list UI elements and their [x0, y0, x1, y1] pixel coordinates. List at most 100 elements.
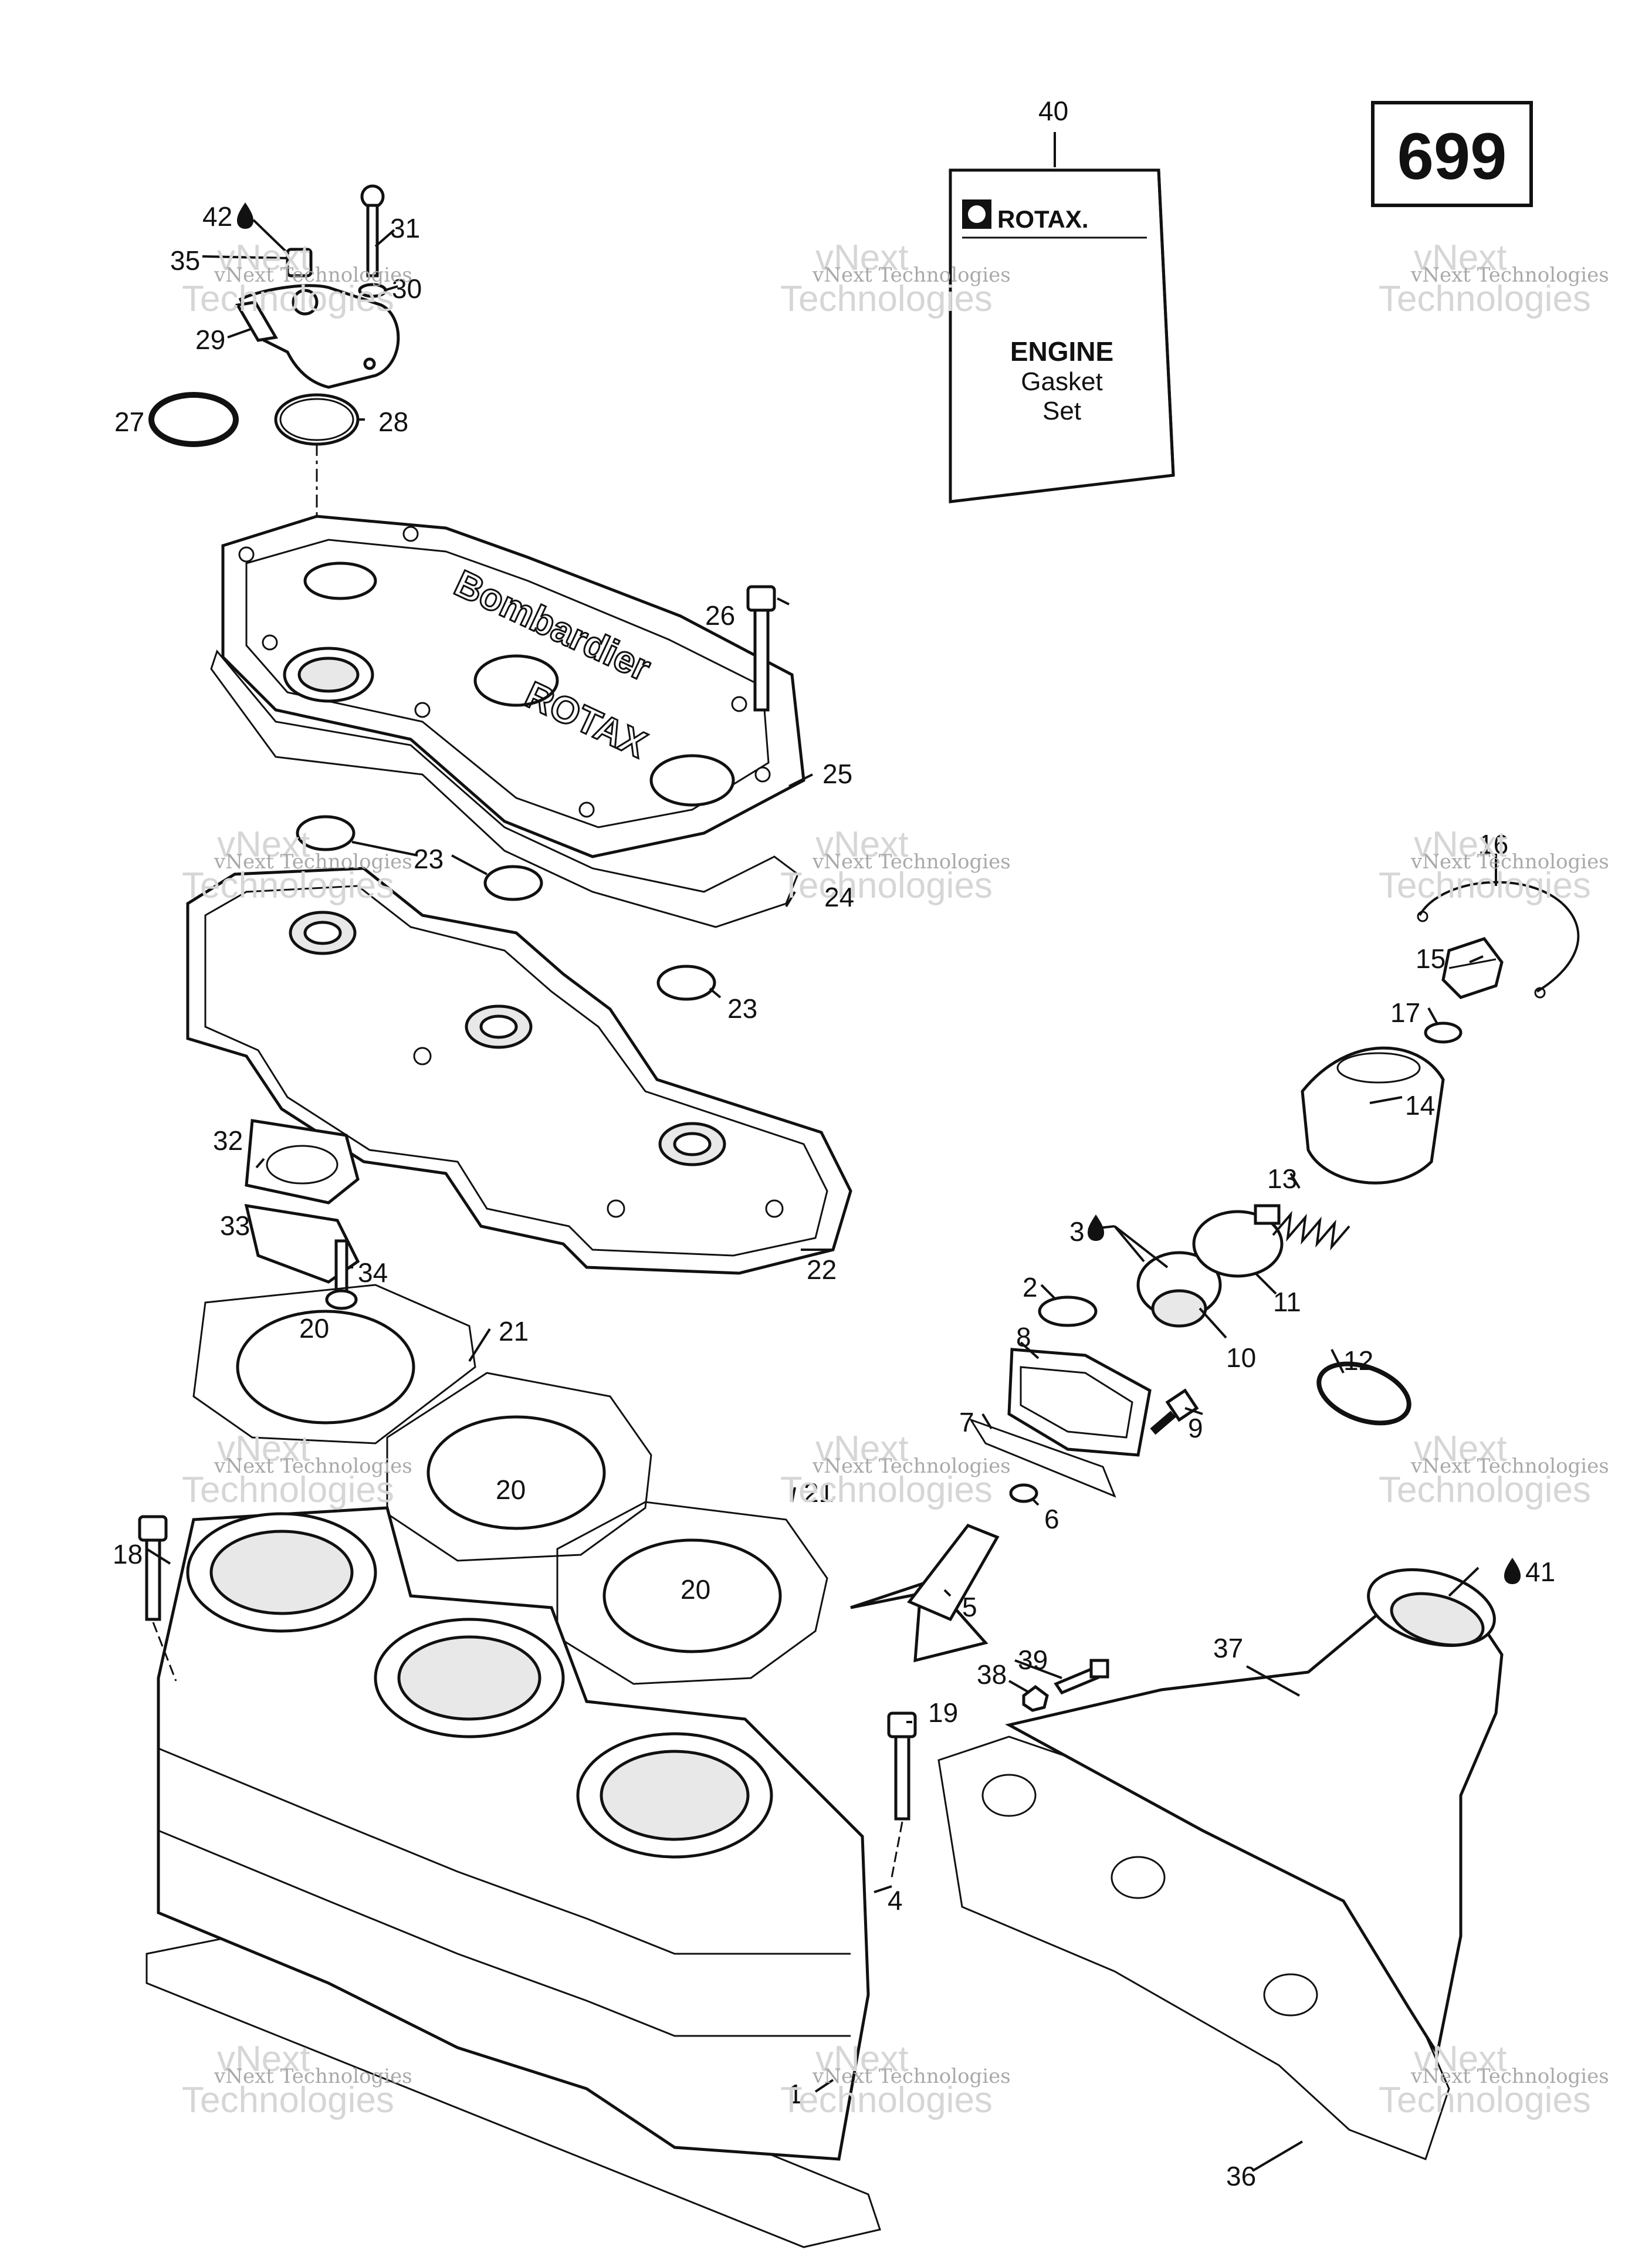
- svg-text:vNext: vNext: [1414, 824, 1507, 865]
- callouts: 1 2 3 4 5 6 7 8 9 10 11 12 13 14 15 16 1…: [113, 96, 1555, 2191]
- svg-text:vNext: vNext: [217, 1429, 310, 1469]
- callout-19: 19: [928, 1697, 958, 1728]
- drop-icon-3: [1088, 1215, 1104, 1241]
- o-ring-23b: [483, 865, 543, 901]
- svg-text:Technologies: Technologies: [182, 2080, 394, 2120]
- callout-22: 22: [807, 1254, 837, 1285]
- callout-42: 42: [202, 201, 232, 232]
- watermarks: vNext Technologies vNext Technologies vN…: [182, 238, 1609, 2120]
- callout-30: 30: [392, 273, 422, 304]
- page-number-box: 699: [1371, 101, 1533, 207]
- callout-39: 39: [1018, 1645, 1048, 1675]
- svg-text:Technologies: Technologies: [780, 279, 993, 319]
- cover-bolt: [746, 585, 776, 712]
- callout-8: 8: [1016, 1322, 1031, 1352]
- callout-41: 41: [1525, 1557, 1555, 1587]
- gasket-set-brand: ROTAX.: [997, 205, 1089, 233]
- watermark-8: vNext Technologies vNext Technologies: [780, 1429, 1011, 1510]
- svg-text:Technologies: Technologies: [1379, 865, 1591, 906]
- callout-20c: 20: [681, 1574, 710, 1605]
- callout-21b: 21: [804, 1477, 834, 1508]
- watermark-11: vNext Technologies vNext Technologies: [780, 2039, 1011, 2120]
- drop-icon-41: [1504, 1558, 1521, 1584]
- o-ring-23c: [656, 965, 716, 1001]
- svg-text:vNext Technologies: vNext Technologies: [1410, 850, 1609, 874]
- callout-28: 28: [378, 407, 408, 437]
- svg-text:vNext Technologies: vNext Technologies: [214, 1454, 412, 1478]
- callout-2: 2: [1023, 1272, 1038, 1303]
- callout-34: 34: [358, 1257, 388, 1288]
- callout-23b: 23: [727, 993, 757, 1024]
- watermark-6: vNext Technologies vNext Technologies: [1379, 824, 1609, 906]
- valve-group: [850, 881, 1580, 1663]
- callout-25: 25: [822, 759, 852, 789]
- svg-text:vNext Technologies: vNext Technologies: [1410, 263, 1609, 287]
- watermark-2: vNext Technologies vNext Technologies: [780, 238, 1011, 319]
- callout-12: 12: [1343, 1345, 1373, 1376]
- watermark-10: vNext Technologies vNext Technologies: [182, 2039, 412, 2120]
- callout-3: 3: [1069, 1216, 1085, 1247]
- callout-16: 16: [1478, 829, 1508, 860]
- svg-text:Technologies: Technologies: [1379, 1470, 1591, 1510]
- svg-text:vNext: vNext: [217, 824, 310, 865]
- callout-6: 6: [1044, 1504, 1059, 1534]
- svg-text:vNext Technologies: vNext Technologies: [812, 850, 1011, 874]
- callout-7: 7: [959, 1407, 974, 1437]
- gasket-set-booklet: ROTAX. ENGINE Gasket Set: [949, 168, 1175, 503]
- callout-32: 32: [213, 1125, 243, 1156]
- callout-14: 14: [1405, 1090, 1435, 1121]
- callout-20a: 20: [299, 1313, 329, 1344]
- watermark-9: vNext Technologies vNext Technologies: [1379, 1429, 1609, 1510]
- svg-text:vNext Technologies: vNext Technologies: [1410, 2065, 1609, 2088]
- callout-15: 15: [1416, 943, 1446, 974]
- watermark-12: vNext Technologies vNext Technologies: [1379, 2039, 1609, 2120]
- callout-1: 1: [788, 2079, 803, 2109]
- callout-40: 40: [1038, 96, 1068, 126]
- svg-text:vNext Technologies: vNext Technologies: [1410, 1454, 1609, 1478]
- o-ring-23a: [296, 815, 356, 851]
- svg-text:Technologies: Technologies: [1379, 2080, 1591, 2120]
- svg-text:vNext: vNext: [217, 2039, 310, 2079]
- callout-20b: 20: [496, 1474, 526, 1505]
- svg-text:vNext Technologies: vNext Technologies: [214, 263, 412, 287]
- callout-10: 10: [1226, 1342, 1256, 1373]
- svg-text:vNext: vNext: [1414, 2039, 1507, 2079]
- callout-36: 36: [1226, 2161, 1256, 2191]
- svg-text:vNext Technologies: vNext Technologies: [214, 2065, 412, 2088]
- svg-text:vNext Technologies: vNext Technologies: [812, 1454, 1011, 1478]
- head-gasket-21b: [386, 1372, 652, 1562]
- drop-icon-42: [237, 202, 253, 229]
- svg-text:Technologies: Technologies: [1379, 279, 1591, 319]
- callout-35: 35: [170, 245, 200, 276]
- callout-21a: 21: [499, 1316, 529, 1347]
- callout-18: 18: [113, 1539, 143, 1569]
- cylinder-bolt-19: [887, 1711, 917, 1878]
- svg-text:vNext Technologies: vNext Technologies: [812, 263, 1011, 287]
- callout-5: 5: [962, 1592, 977, 1622]
- cover-plate: [244, 1119, 360, 1284]
- svg-text:vNext Technologies: vNext Technologies: [812, 2065, 1011, 2088]
- callout-26: 26: [705, 600, 735, 631]
- callout-17: 17: [1390, 997, 1420, 1028]
- callout-9: 9: [1188, 1413, 1203, 1443]
- exhaust-manifold: [937, 1568, 1504, 2160]
- rotax-logo-mark-icon: [968, 205, 986, 223]
- svg-text:vNext: vNext: [1414, 238, 1507, 278]
- leader-lines: [145, 132, 1497, 2172]
- watermark-1: vNext Technologies vNext Technologies: [182, 238, 412, 319]
- gasket-set-subtitle-2: Set: [1042, 397, 1081, 425]
- svg-text:Technologies: Technologies: [182, 279, 394, 319]
- head-bolt-34: [325, 1239, 358, 1310]
- gasket-set-subtitle-1: Gasket: [1021, 367, 1102, 396]
- callout-23a: 23: [414, 844, 444, 874]
- svg-text:vNext: vNext: [1414, 1429, 1507, 1469]
- svg-text:vNext: vNext: [815, 238, 908, 278]
- callout-11: 11: [1273, 1287, 1301, 1317]
- cylinder-bolt-18: [138, 1515, 177, 1682]
- svg-text:vNext Technologies: vNext Technologies: [214, 850, 412, 874]
- thermostat-housing-group: [148, 184, 400, 692]
- svg-text:Technologies: Technologies: [780, 865, 993, 906]
- callout-24: 24: [824, 882, 854, 912]
- svg-text:vNext: vNext: [815, 824, 908, 865]
